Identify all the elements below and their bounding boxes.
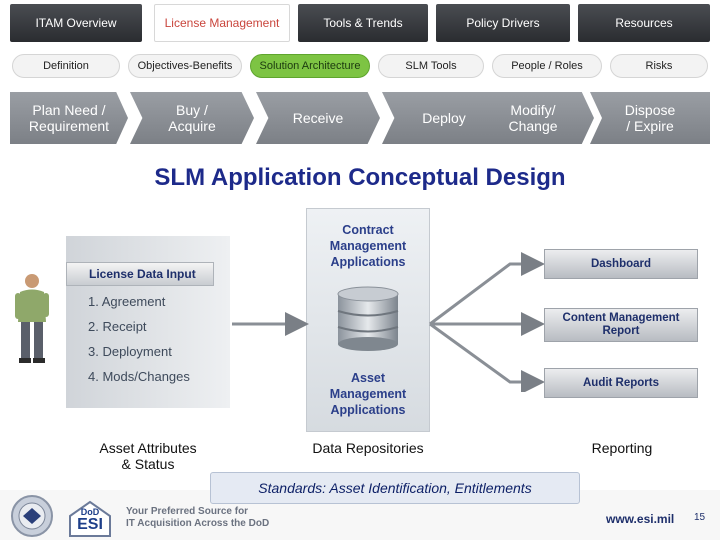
page-title: SLM Application Conceptual Design: [154, 164, 566, 191]
process-step-buy[interactable]: Buy /Acquire: [130, 92, 254, 144]
process-step-receive[interactable]: Receive: [256, 92, 380, 144]
process-step-dispose[interactable]: Dispose/ Expire: [590, 92, 710, 144]
process-step-plan[interactable]: Plan Need /Requirement: [10, 92, 128, 144]
tab-itam-overview[interactable]: ITAM Overview: [10, 4, 142, 42]
process-step-label: Receive: [292, 110, 344, 126]
process-step-label: / Expire: [626, 118, 674, 134]
process-step-label: Dispose: [624, 102, 676, 118]
caption-data-repositories: Data Repositories: [312, 440, 424, 456]
process-step-label: Plan Need /: [32, 102, 106, 118]
footer-tagline: Your Preferred Source for IT Acquisition…: [126, 506, 270, 529]
standards-banner: Standards: Asset Identification, Entitle…: [210, 472, 580, 504]
input-item: 1. Agreement: [88, 294, 166, 309]
output-audit-reports[interactable]: Audit Reports: [544, 368, 698, 398]
asset-management-label: Asset Management Applications: [329, 371, 407, 417]
subtab-risks[interactable]: Risks: [610, 54, 708, 78]
input-item: 4. Mods/Changes: [88, 369, 190, 384]
process-step-label: Change: [508, 118, 558, 134]
tab-label: Policy Drivers: [466, 16, 540, 30]
license-input-header: License Data Input: [66, 262, 214, 286]
subtab-solution-architecture[interactable]: Solution Architecture: [250, 54, 370, 78]
subtab-slm-tools[interactable]: SLM Tools: [378, 54, 484, 78]
subtab-objectives-benefits[interactable]: Objectives-Benefits: [128, 54, 242, 78]
process-step-label: Modify/: [510, 102, 556, 118]
process-step-modify[interactable]: Modify/Change: [472, 92, 594, 144]
arrow-repo-to-audit: [429, 322, 545, 392]
process-step-label: Requirement: [28, 118, 110, 134]
dod-seal-icon: [11, 495, 53, 537]
tab-label: License Management: [164, 16, 280, 30]
esi-logo: DoD ESI: [66, 498, 114, 538]
database-icon: [337, 286, 399, 351]
caption-asset-attributes: Asset Attributes & Status: [99, 440, 197, 472]
esi-house-icon: [69, 500, 111, 537]
tab-label: Tools & Trends: [323, 16, 403, 30]
arrow-repo-to-dashboard: [429, 252, 545, 326]
subtab-label: Risks: [645, 60, 673, 72]
input-item: 3. Deployment: [88, 344, 172, 359]
flow-arrows: [232, 252, 545, 392]
tab-license-management[interactable]: License Management: [154, 4, 290, 42]
subtab-people-roles[interactable]: People / Roles: [492, 54, 602, 78]
tab-tools-trends[interactable]: Tools & Trends: [298, 4, 428, 42]
process-step-label: Acquire: [168, 118, 216, 134]
process-step-label: Buy /: [176, 102, 208, 118]
contract-management-label: Contract Management Applications: [329, 223, 407, 269]
subtab-label: People / Roles: [511, 60, 583, 72]
subtab-definition[interactable]: Definition: [12, 54, 120, 78]
caption-reporting: Reporting: [591, 440, 653, 456]
page-number: 15: [694, 512, 706, 523]
tab-label: ITAM Overview: [35, 16, 117, 30]
tab-label: Resources: [615, 16, 673, 30]
output-dashboard[interactable]: Dashboard: [544, 249, 698, 279]
tab-resources[interactable]: Resources: [578, 4, 710, 42]
tab-policy-drivers[interactable]: Policy Drivers: [436, 4, 570, 42]
person-icon: [15, 274, 49, 363]
subtab-label: SLM Tools: [405, 60, 457, 72]
process-step-label: Deploy: [422, 110, 466, 126]
subtab-label: Solution Architecture: [259, 60, 361, 72]
subtab-label: Definition: [43, 60, 89, 72]
input-item: 2. Receipt: [88, 319, 147, 334]
website-link[interactable]: www.esi.mil: [606, 512, 675, 526]
subtab-label: Objectives-Benefits: [137, 60, 233, 72]
